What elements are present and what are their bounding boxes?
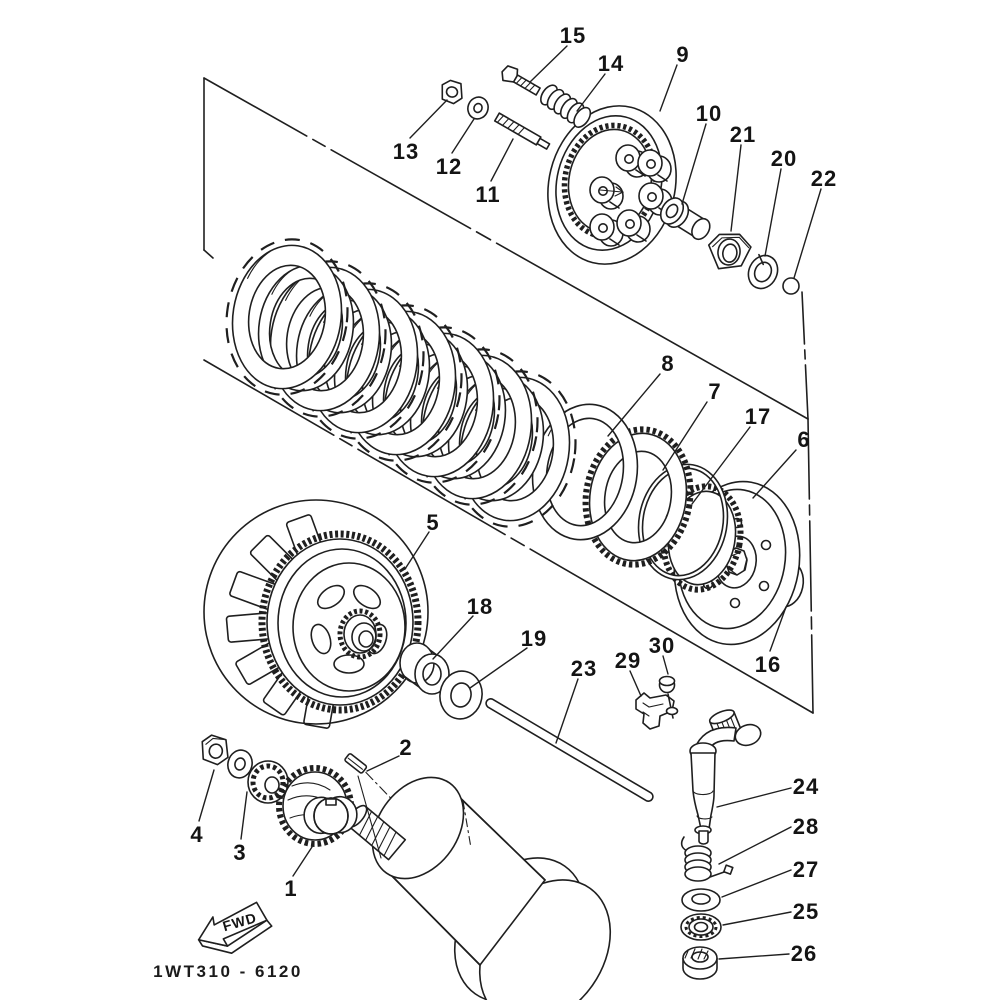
woodruff-key — [344, 753, 368, 774]
callout-20: 20 — [771, 146, 797, 171]
callout-14: 14 — [598, 51, 624, 76]
lock-washer — [747, 253, 779, 290]
clutch-spring — [540, 84, 592, 128]
boss-hub-teeth — [660, 483, 744, 593]
pressure-plate — [547, 105, 677, 265]
cone-spring-washer — [247, 760, 289, 804]
bearing — [680, 913, 722, 941]
highlight-circle — [203, 499, 429, 725]
callout-18: 18 — [467, 594, 493, 619]
fwd-arrow: FWD — [197, 901, 273, 954]
callout-2: 2 — [399, 735, 412, 760]
callout-26: 26 — [791, 941, 817, 966]
washer-3 — [227, 749, 253, 779]
callout-12: 12 — [436, 154, 462, 179]
key-alignment-line — [357, 775, 382, 859]
callout-17: 17 — [745, 404, 771, 429]
flat-washer-27 — [681, 888, 721, 912]
lockwasher-small — [467, 96, 489, 120]
callout-29: 29 — [615, 648, 641, 673]
cable-clamp — [635, 692, 675, 730]
callout-19: 19 — [521, 626, 547, 651]
callout-labels: 1 2 3 4 5 6 7 8 9 10 11 12 13 14 15 16 1… — [190, 23, 837, 966]
clamp-bolt — [658, 675, 679, 719]
push-lever — [689, 709, 762, 845]
center-mark — [599, 186, 625, 197]
clutch-plate-stack — [214, 229, 805, 646]
callout-15: 15 — [560, 23, 586, 48]
callout-1: 1 — [284, 876, 297, 901]
callout-7: 7 — [708, 379, 721, 404]
adjuster-screw — [493, 112, 551, 150]
plain-washer — [439, 670, 483, 720]
callout-16: 16 — [755, 652, 781, 677]
primary-gear — [276, 765, 358, 847]
frame-border — [203, 77, 814, 714]
callout-30: 30 — [649, 633, 675, 658]
callout-9: 9 — [676, 42, 689, 67]
callout-21: 21 — [730, 122, 756, 147]
collar — [659, 197, 711, 241]
callout-6: 6 — [797, 427, 810, 452]
oil-seal — [682, 946, 718, 980]
steel-ball — [782, 277, 800, 295]
callout-8: 8 — [661, 351, 674, 376]
spring-bolt — [501, 65, 541, 96]
clutch-housing — [203, 499, 429, 729]
callout-10: 10 — [696, 101, 722, 126]
crankshaft — [346, 757, 612, 1000]
spacer — [399, 642, 450, 695]
callout-22: 22 — [811, 166, 837, 191]
callout-28: 28 — [793, 814, 819, 839]
nut-4 — [201, 734, 229, 766]
callout-25: 25 — [793, 899, 819, 924]
drawing-code: 1WT310 - 6120 — [153, 962, 303, 981]
callout-23: 23 — [571, 656, 597, 681]
locknut-small — [441, 79, 463, 105]
leader-lines — [198, 45, 822, 960]
torsion-spring — [680, 836, 734, 882]
callout-11: 11 — [475, 182, 500, 207]
callout-24: 24 — [793, 774, 819, 799]
callout-27: 27 — [793, 857, 819, 882]
callout-5: 5 — [426, 510, 439, 535]
hex-nut — [707, 233, 752, 270]
housing-center-hub — [337, 608, 383, 660]
callout-3: 3 — [233, 840, 246, 865]
callout-13: 13 — [393, 139, 419, 164]
push-rod — [485, 698, 654, 802]
callout-4: 4 — [190, 822, 203, 847]
